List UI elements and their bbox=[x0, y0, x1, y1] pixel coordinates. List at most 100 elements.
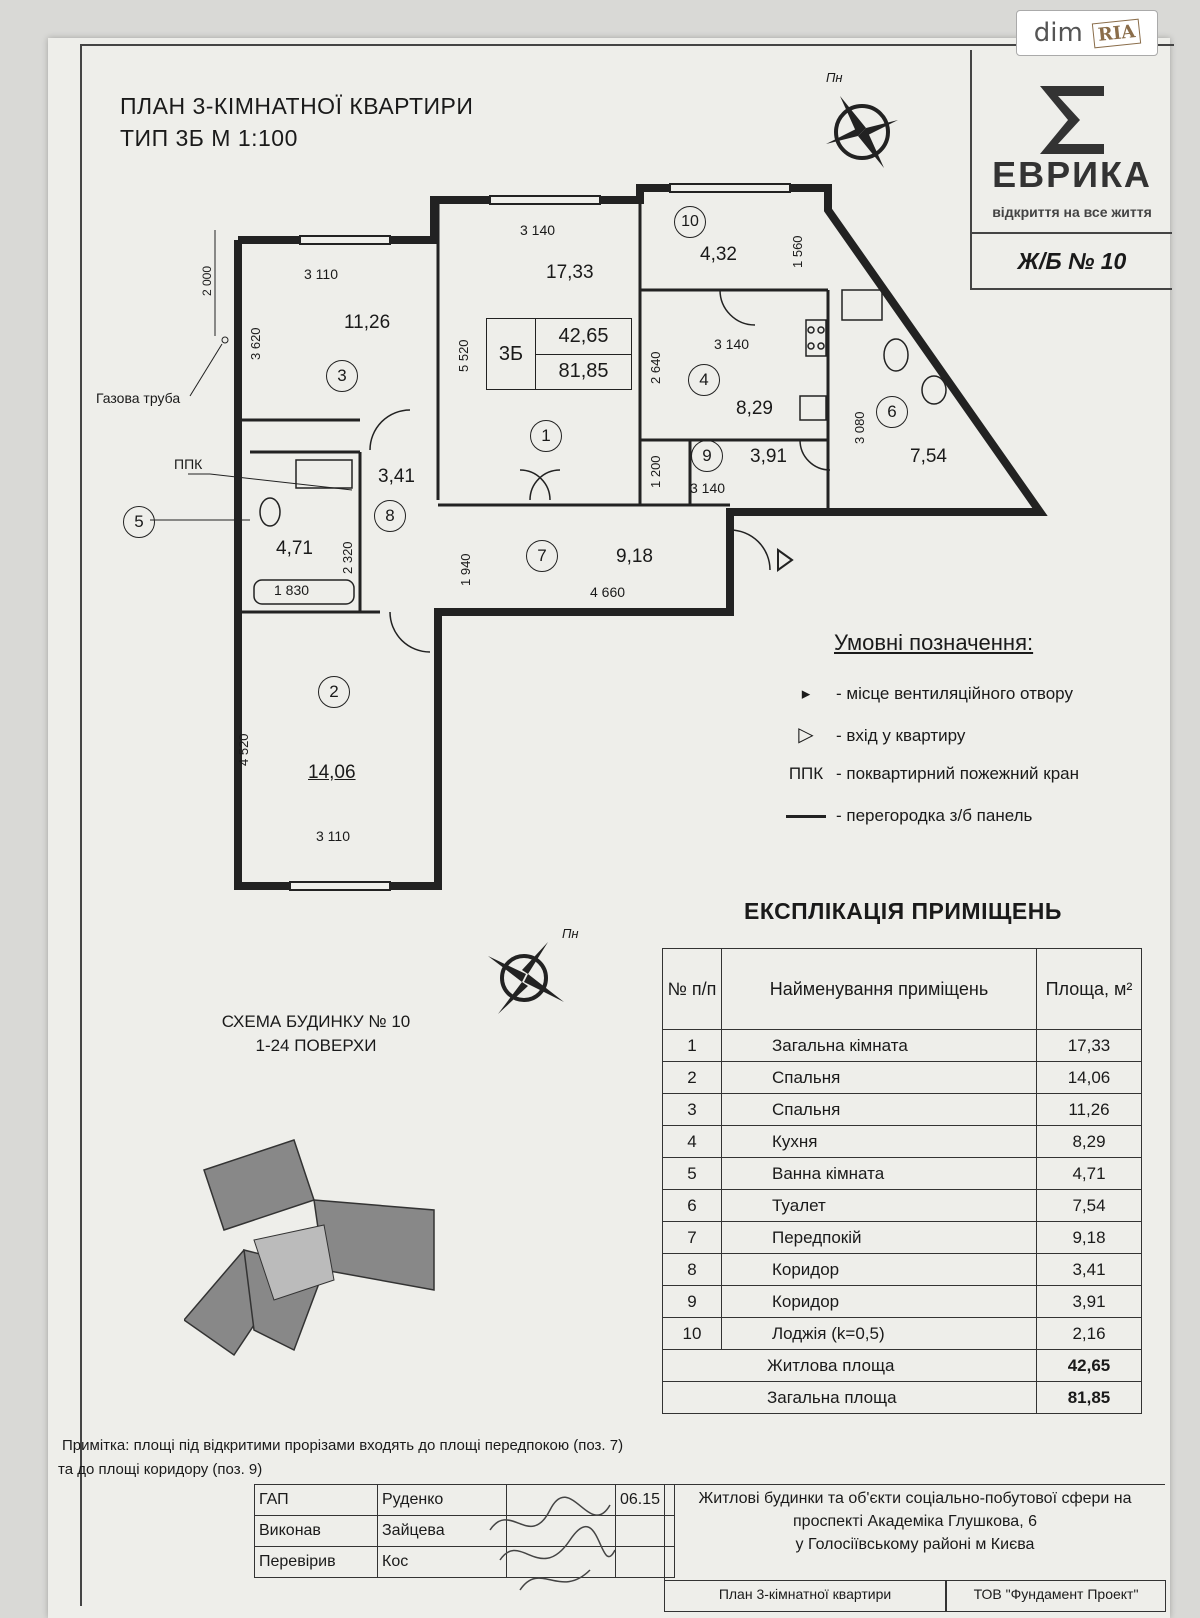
title-stamp: ГАП Руденко 06.15 Виконав Зайцева Переві… bbox=[254, 1484, 675, 1578]
plan-title-line2: ТИП 3Б М 1:100 bbox=[120, 125, 298, 151]
table-header-row: № п/п Найменування приміщень Площа, м² bbox=[662, 948, 1142, 1030]
room-number: 2 bbox=[318, 676, 350, 708]
row-name: Кухня bbox=[721, 1125, 1037, 1158]
total-area-label: Загальна площа bbox=[662, 1381, 1037, 1414]
row-name: Туалет bbox=[721, 1189, 1037, 1222]
note: Примітка: площі під відкритими прорізами… bbox=[58, 1434, 678, 1482]
brand-block: ЕВРИКА відкриття на все життя Ж/Б № 10 bbox=[970, 50, 1172, 290]
row-name: Лоджія (k=0,5) bbox=[721, 1317, 1037, 1350]
living-area-label: Житлова площа bbox=[662, 1349, 1037, 1382]
brand-divider bbox=[972, 232, 1172, 234]
apartment-total-area: 81,85 bbox=[558, 360, 609, 383]
watermark-dim: dim bbox=[1033, 18, 1083, 48]
row-name: Коридор bbox=[721, 1253, 1037, 1286]
compass-rose-icon bbox=[826, 96, 898, 168]
scheme-title-line2: 1-24 ПОВЕРХИ bbox=[255, 1036, 377, 1055]
row-area: 9,18 bbox=[1036, 1221, 1142, 1254]
apartment-living-area: 42,65 bbox=[536, 319, 631, 355]
room-number: 9 bbox=[691, 440, 723, 472]
row-name: Ванна кімната bbox=[721, 1157, 1037, 1190]
gas-pipe-label: Газова труба bbox=[96, 390, 181, 406]
legend-item: ППК - поквартирний пожежний кран bbox=[776, 764, 1106, 784]
legend-text: - поквартирний пожежний кран bbox=[836, 764, 1080, 783]
legend-item: ▷ - вхід у квартиру bbox=[776, 722, 1106, 747]
explication-table: № п/п Найменування приміщень Площа, м² 1… bbox=[662, 948, 1142, 1414]
dim-label: 1 560 bbox=[790, 235, 805, 268]
room-number: 7 bbox=[526, 540, 558, 572]
sigma-logo-icon bbox=[1040, 86, 1104, 154]
row-num: 8 bbox=[662, 1253, 722, 1286]
row-area: 4,71 bbox=[1036, 1157, 1142, 1190]
plan-title: ПЛАН 3-КІМНАТНОЇ КВАРТИРИ ТИП 3Б М 1:100 bbox=[120, 90, 473, 154]
legend-text: - місце вентиляційного отвору bbox=[836, 684, 1073, 703]
dim-label: 3 080 bbox=[852, 411, 867, 444]
dim-label: 3 110 bbox=[316, 828, 350, 844]
col-name-header: Найменування приміщень bbox=[721, 948, 1037, 1030]
plan-title-line1: ПЛАН 3-КІМНАТНОЇ КВАРТИРИ bbox=[120, 93, 474, 119]
project-line2: проспекті Академіка Глушкова, 6 bbox=[793, 1513, 1037, 1530]
dim-label: 1 830 bbox=[274, 582, 310, 598]
legend-title: Умовні позначення: bbox=[834, 630, 1034, 655]
stamp-role: Перевірив bbox=[254, 1546, 378, 1578]
row-area: 8,29 bbox=[1036, 1125, 1142, 1158]
total-area-value: 81,85 bbox=[1036, 1381, 1142, 1414]
dim-label: 2 320 bbox=[340, 541, 355, 574]
stamp-name: Кос bbox=[377, 1546, 507, 1578]
entrance-marker-icon: ▷ bbox=[798, 724, 814, 746]
room-number: 6 bbox=[876, 396, 908, 428]
row-num: 5 bbox=[662, 1157, 722, 1190]
compass-north-label: Пн bbox=[826, 70, 843, 85]
row-area: 3,41 bbox=[1036, 1253, 1142, 1286]
dim-label: 4 660 bbox=[590, 584, 626, 600]
watermark-ria: RIA bbox=[1091, 18, 1142, 48]
room-area: 4,32 bbox=[700, 244, 737, 265]
stamp-row: Виконав Зайцева bbox=[254, 1515, 675, 1547]
row-area: 2,16 bbox=[1036, 1317, 1142, 1350]
stamp-role: ГАП bbox=[254, 1484, 378, 1516]
row-num: 6 bbox=[662, 1189, 722, 1222]
room-number: 1 bbox=[530, 420, 562, 452]
watermark: dim RIA bbox=[1016, 10, 1158, 56]
room-number: 3 bbox=[326, 360, 358, 392]
dim-label: 3 620 bbox=[248, 327, 263, 360]
row-num: 7 bbox=[662, 1221, 722, 1254]
stamp-row: Перевірив Кос bbox=[254, 1546, 675, 1578]
stamp-date bbox=[615, 1546, 675, 1578]
dim-label: 4 520 bbox=[236, 733, 251, 766]
room-area: 4,71 bbox=[276, 538, 313, 559]
compass-rose-icon bbox=[488, 942, 564, 1014]
stamp-signature bbox=[506, 1484, 616, 1516]
legend-item: - перегородка з/б панель bbox=[776, 806, 1106, 826]
sheet-title: План 3-кімнатної квартири bbox=[664, 1580, 946, 1612]
compass-top: Пн bbox=[800, 70, 910, 180]
legend-text: - вхід у квартиру bbox=[836, 726, 966, 745]
room-area: 17,33 bbox=[546, 262, 594, 283]
room-area: 11,26 bbox=[344, 312, 391, 333]
explication-title: ЕКСПЛІКАЦІЯ ПРИМІЩЕНЬ bbox=[744, 898, 1062, 924]
living-area-value: 42,65 bbox=[1036, 1349, 1142, 1382]
row-area: 11,26 bbox=[1036, 1093, 1142, 1126]
apartment-summary: 3Б 42,65 81,85 bbox=[486, 318, 632, 390]
dim-label: 5 520 bbox=[456, 339, 471, 372]
row-name: Спальня bbox=[721, 1093, 1037, 1126]
row-area: 17,33 bbox=[1036, 1029, 1142, 1062]
scheme-title: СХЕМА БУДИНКУ № 10 1-24 ПОВЕРХИ bbox=[196, 1010, 436, 1058]
building-scheme-icon bbox=[184, 1139, 435, 1357]
stamp-date: 06.15 bbox=[615, 1484, 675, 1516]
row-area: 14,06 bbox=[1036, 1061, 1142, 1094]
legend-symbol: ППК bbox=[788, 764, 824, 783]
brand-slogan: відкриття на все життя bbox=[992, 204, 1152, 220]
room-area: 3,41 bbox=[378, 466, 415, 487]
row-name: Загальна кімната bbox=[721, 1029, 1037, 1062]
block-number: Ж/Б № 10 bbox=[1017, 248, 1127, 274]
